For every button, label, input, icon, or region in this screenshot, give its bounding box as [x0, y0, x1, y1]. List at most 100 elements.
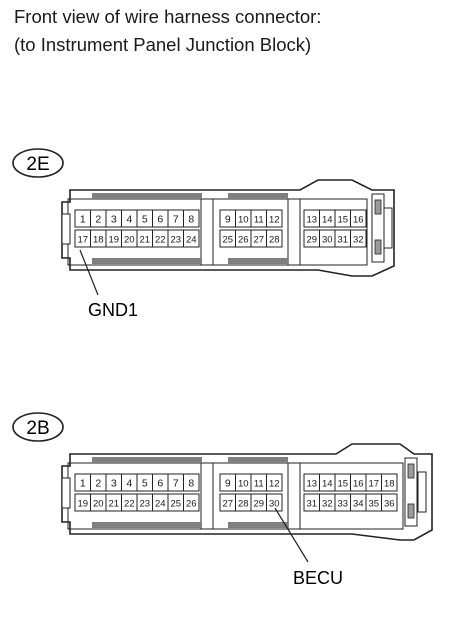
- pin-number: 3: [111, 214, 117, 226]
- pin-number: 11: [254, 479, 264, 490]
- lock-tab: [383, 207, 393, 249]
- pin-number: 12: [269, 215, 280, 226]
- pin-number: 23: [139, 499, 150, 510]
- pin-number: 31: [337, 235, 348, 246]
- pin-number: 14: [322, 479, 333, 490]
- pin-number: 19: [77, 499, 88, 510]
- pin-number: 25: [222, 235, 233, 246]
- top-rail: [92, 457, 202, 463]
- pin-number: 20: [124, 235, 135, 246]
- pin-number: 15: [337, 479, 348, 490]
- pin-number: 30: [322, 235, 333, 246]
- pin-number: 25: [170, 499, 181, 510]
- pin-cell: [381, 493, 398, 512]
- top-rail: [228, 193, 288, 199]
- top-rail: [228, 457, 288, 463]
- pin-number: 22: [155, 235, 166, 246]
- pin-number: 24: [155, 499, 166, 510]
- pin-number: 7: [173, 478, 179, 490]
- pin-number: 17: [77, 235, 88, 246]
- pin-number: 6: [157, 214, 163, 226]
- divider-post: [287, 462, 301, 530]
- pin-number: 5: [142, 214, 148, 226]
- pin-number: 5: [142, 478, 148, 490]
- pin-number: 31: [306, 499, 317, 510]
- pin-number: 8: [188, 478, 194, 490]
- pin-number: 6: [157, 478, 163, 490]
- pin-number: 2: [95, 214, 101, 226]
- pin-number: 12: [269, 479, 280, 490]
- pin-number: 2: [95, 478, 101, 490]
- pin-cell: [183, 229, 200, 248]
- divider-post: [287, 198, 301, 266]
- pin-number: 3: [111, 478, 117, 490]
- pin-number: 19: [108, 235, 119, 246]
- pin-number: 16: [353, 215, 364, 226]
- pin-cell: [266, 209, 283, 228]
- divider-post: [200, 462, 214, 530]
- pin-number: 27: [253, 235, 264, 246]
- pin-number: 21: [108, 499, 119, 510]
- pin-number: 14: [322, 215, 333, 226]
- pin-number: 8: [188, 214, 194, 226]
- divider-post: [200, 198, 214, 266]
- pin-number: 17: [368, 479, 379, 490]
- pin-number: 1: [80, 214, 86, 226]
- pin-number: 29: [306, 235, 317, 246]
- header-line-2: (to Instrument Panel Junction Block): [14, 34, 312, 55]
- lock-tab: [417, 471, 427, 513]
- key-slot: [61, 213, 71, 245]
- pin-number: 7: [173, 214, 179, 226]
- pin-number: 32: [322, 499, 333, 510]
- connector-2e-id: 2E: [26, 154, 49, 175]
- pin-number: 35: [368, 499, 379, 510]
- pin-cell: [350, 209, 367, 228]
- pin-number: 30: [269, 499, 280, 510]
- pin-number: 4: [126, 478, 132, 490]
- pin-number: 20: [93, 499, 104, 510]
- pin-number: 34: [353, 499, 364, 510]
- latch-tab: [407, 503, 415, 519]
- callout-gnd1-leader: [79, 249, 99, 296]
- pin-number: 24: [186, 235, 197, 246]
- header-line-1: Front view of wire harness connector:: [14, 6, 322, 27]
- pin-number: 15: [337, 215, 348, 226]
- pin-cell: [266, 493, 283, 512]
- pin-number: 13: [306, 479, 317, 490]
- pin-number: 22: [124, 499, 135, 510]
- latch-tab: [407, 463, 415, 479]
- pin-number: 26: [186, 499, 197, 510]
- bottom-rail: [92, 522, 202, 528]
- pin-cell: [381, 473, 398, 492]
- top-rail: [92, 193, 202, 199]
- pin-cell: [183, 209, 200, 228]
- pin-number: 21: [139, 235, 150, 246]
- latch-tab: [374, 239, 382, 255]
- pin-cell: [183, 493, 200, 512]
- pin-number: 9: [225, 214, 231, 226]
- connector-2b-id: 2B: [26, 418, 49, 439]
- pin-cell: [266, 473, 283, 492]
- pin-number: 32: [353, 235, 364, 246]
- bottom-rail: [228, 522, 288, 528]
- pin-number: 28: [238, 499, 249, 510]
- pin-number: 23: [170, 235, 181, 246]
- pin-cell: [183, 473, 200, 492]
- connector-2e-badge: [12, 148, 64, 178]
- pin-number: 18: [93, 235, 104, 246]
- pin-number: 11: [254, 215, 264, 226]
- callout-gnd1-label: GND1: [88, 300, 138, 320]
- pin-number: 18: [384, 479, 395, 490]
- pin-number: 9: [225, 478, 231, 490]
- pin-number: 10: [238, 215, 249, 226]
- pin-number: 1: [80, 478, 86, 490]
- bottom-rail: [228, 258, 288, 264]
- key-slot: [61, 477, 71, 509]
- pin-number: 36: [384, 499, 395, 510]
- callout-becu-label: BECU: [293, 568, 343, 588]
